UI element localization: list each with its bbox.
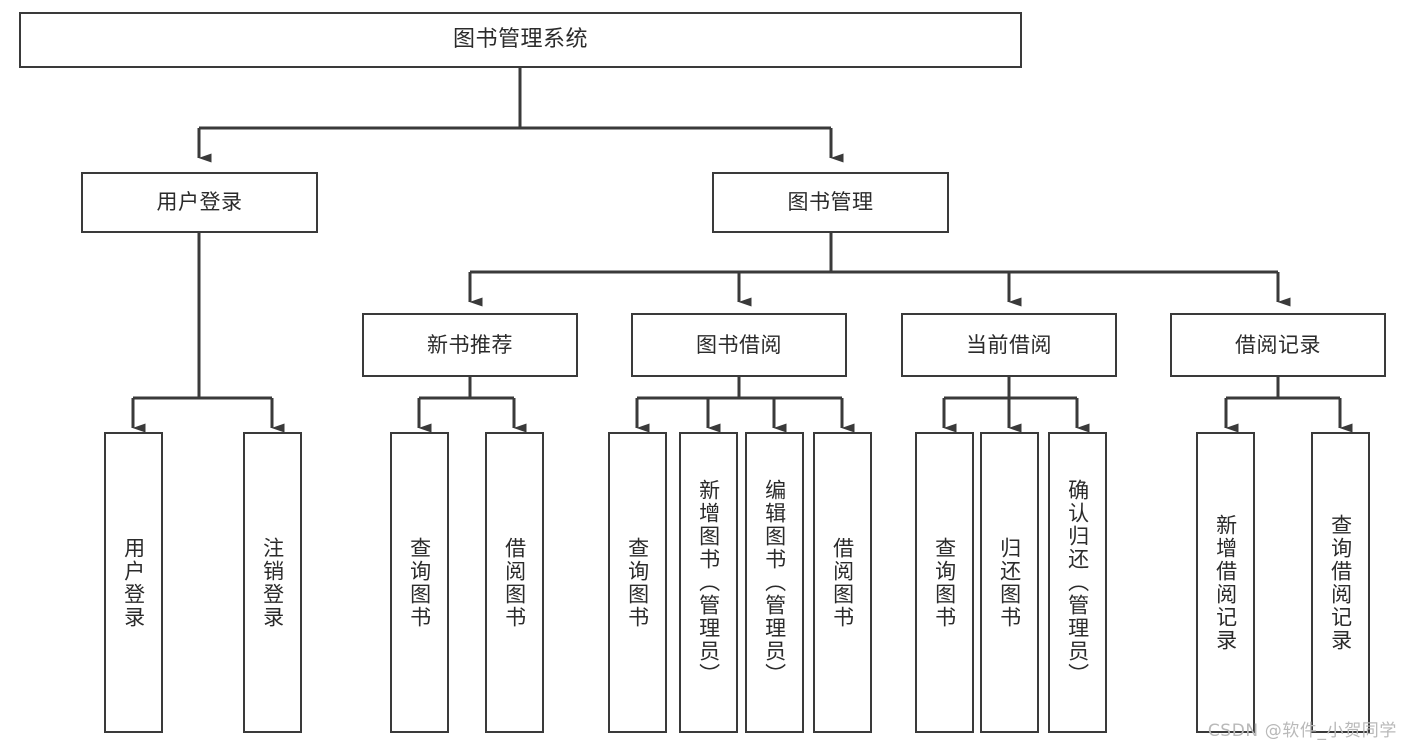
leaf-rec-query-record[interactable]: 查询借阅记录 [1311, 432, 1370, 733]
node-book-borrow[interactable]: 图书借阅 [631, 313, 847, 377]
node-root[interactable]: 图书管理系统 [19, 12, 1022, 68]
leaf-rec-query-record-label: 查询借阅记录 [1328, 513, 1353, 652]
node-borrow-record-label: 借阅记录 [1235, 332, 1321, 357]
leaf-rec-borrow-book-label: 借阅图书 [502, 536, 527, 629]
node-current-borrow-label: 当前借阅 [966, 332, 1052, 357]
leaf-borrow-borrow-book[interactable]: 借阅图书 [813, 432, 872, 733]
node-new-book-rec-label: 新书推荐 [427, 332, 513, 357]
node-borrow-record[interactable]: 借阅记录 [1170, 313, 1386, 377]
leaf-rec-add-record[interactable]: 新增借阅记录 [1196, 432, 1255, 733]
leaf-borrow-borrow-book-label: 借阅图书 [830, 536, 855, 629]
leaf-cur-query-book-label: 查询图书 [932, 536, 957, 629]
leaf-borrow-add-book[interactable]: 新增图书（管理员） [679, 432, 738, 733]
leaf-borrow-edit-book-label: 编辑图书（管理员） [762, 479, 787, 686]
leaf-cur-return-book-label: 归还图书 [997, 536, 1022, 629]
leaf-cur-return-book[interactable]: 归还图书 [980, 432, 1039, 733]
node-book-manage-label: 图书管理 [787, 190, 874, 215]
node-current-borrow[interactable]: 当前借阅 [901, 313, 1117, 377]
leaf-borrow-query-book[interactable]: 查询图书 [608, 432, 667, 733]
watermark: CSDN @软件_小贺同学 [1207, 721, 1397, 741]
leaf-user-logout-label: 注销登录 [260, 536, 285, 629]
leaf-user-logout[interactable]: 注销登录 [243, 432, 302, 733]
node-new-book-rec[interactable]: 新书推荐 [362, 313, 578, 377]
leaf-user-login-label: 用户登录 [121, 536, 146, 629]
leaf-cur-confirm-return-label: 确认归还（管理员） [1065, 479, 1090, 686]
leaf-borrow-edit-book[interactable]: 编辑图书（管理员） [745, 432, 804, 733]
node-user-login[interactable]: 用户登录 [81, 172, 318, 233]
leaf-borrow-add-book-label: 新增图书（管理员） [696, 479, 721, 686]
leaf-cur-confirm-return[interactable]: 确认归还（管理员） [1048, 432, 1107, 733]
leaf-rec-query-book[interactable]: 查询图书 [390, 432, 449, 733]
node-root-label: 图书管理系统 [452, 27, 588, 53]
leaf-rec-borrow-book[interactable]: 借阅图书 [485, 432, 544, 733]
leaf-rec-add-record-label: 新增借阅记录 [1213, 513, 1238, 652]
leaf-borrow-query-book-label: 查询图书 [625, 536, 650, 629]
node-user-login-label: 用户登录 [156, 190, 243, 215]
leaf-cur-query-book[interactable]: 查询图书 [915, 432, 974, 733]
leaf-rec-query-book-label: 查询图书 [407, 536, 432, 629]
leaf-user-login[interactable]: 用户登录 [104, 432, 163, 733]
node-book-manage[interactable]: 图书管理 [712, 172, 949, 233]
node-book-borrow-label: 图书借阅 [696, 332, 782, 357]
